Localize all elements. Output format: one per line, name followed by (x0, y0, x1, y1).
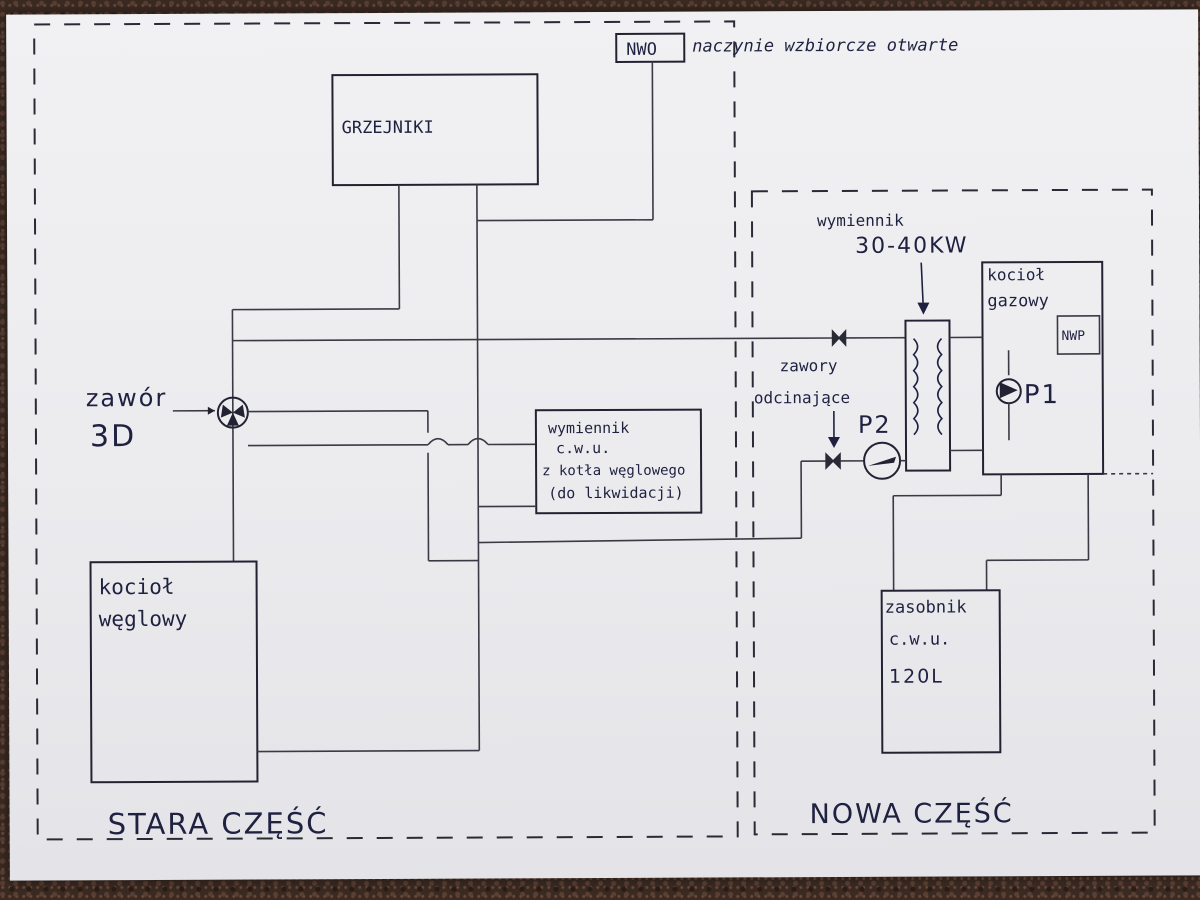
old-part-zone (33, 20, 739, 841)
radiators-label: GRZEJNIKI (342, 118, 434, 138)
dhw-storage-line1: zasobnik (885, 597, 967, 617)
gas-boiler-line1: kocioł (987, 265, 1045, 284)
new-part-zone (750, 188, 1156, 836)
dhw-storage-line3: 120L (889, 666, 944, 688)
shutoff-valve-top (831, 329, 847, 347)
paper-sheet: NWO naczynie wzbiorcze otwarte GRZEJNIKI… (6, 9, 1200, 881)
old-dhw-exchanger-box (534, 408, 703, 515)
valve-3d-label-line1: zawór (86, 384, 168, 412)
shutoff-valve-bottom (825, 452, 841, 470)
old-dhw-exchanger-line3: z kotła węglowego (542, 463, 685, 480)
three-way-valve (216, 396, 249, 429)
nwo-box (615, 32, 686, 63)
old-dhw-exchanger-line4: (do likwidacji) (548, 484, 684, 503)
pump-p1-label: P1 (1024, 380, 1060, 410)
heating-diagram: NWO naczynie wzbiorcze otwarte GRZEJNIKI… (33, 20, 1156, 841)
coal-boiler-line1: kocioł (99, 575, 175, 599)
coal-boiler-box (89, 560, 259, 784)
dhw-storage-line2: c.w.u. (889, 629, 951, 649)
radiators-box (331, 73, 539, 187)
nwo-description: naczynie wzbiorcze otwarte (692, 35, 958, 56)
gas-boiler-line2: gazowy (987, 291, 1049, 311)
nwp-box (1056, 315, 1101, 355)
shutoff-valves-line2: odcinające (754, 388, 850, 407)
nwp-label: NWP (1061, 329, 1085, 344)
plate-exchanger-line2: 30-40KW (855, 233, 968, 258)
pump-p2-label: P2 (858, 411, 892, 439)
dhw-storage-box (880, 589, 1002, 754)
plate-exchanger-box (904, 319, 952, 472)
old-dhw-exchanger-line2: c.w.u. (556, 439, 610, 457)
nwo-label: NWO (626, 40, 657, 60)
new-part-label: NOWA CZĘŚĆ (810, 797, 1014, 830)
valve-3d-label-line2: 3D (90, 419, 136, 454)
old-part-label: STARA CZĘŚĆ (108, 806, 329, 841)
pump-p2 (863, 441, 902, 480)
gas-boiler-box (981, 260, 1105, 476)
old-dhw-exchanger-line1: wymiennik (548, 419, 629, 437)
coal-boiler-line2: węglowy (99, 607, 188, 631)
shutoff-valves-line1: zawory (780, 356, 838, 375)
plate-exchanger-line1: wymiennik (817, 211, 904, 230)
